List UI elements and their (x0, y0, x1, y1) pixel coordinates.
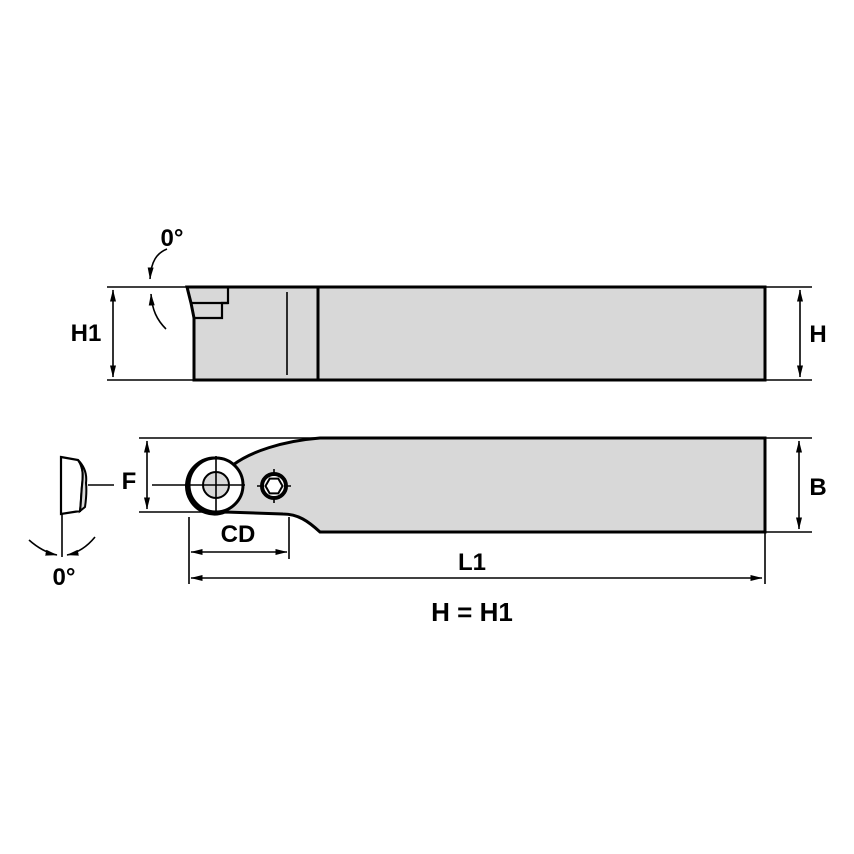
dim-label-l1: L1 (458, 549, 486, 576)
dim-label-h1: H1 (71, 320, 102, 347)
equation-text: H = H1 (431, 597, 513, 627)
dim-h1: H1 (71, 286, 194, 381)
dim-b: B (765, 437, 827, 533)
dim-label-b: B (809, 474, 826, 501)
angle-label-bottom: 0° (53, 564, 76, 591)
angle-label-top: 0° (161, 225, 184, 252)
dim-label-h: H (809, 321, 826, 348)
dim-label-cd: CD (221, 521, 256, 548)
bottom-view: 0° F B CD L1 (28, 436, 827, 591)
dim-f: F (122, 437, 318, 513)
top-view: H1 H 0° (71, 225, 827, 382)
shank-side-view (185, 285, 767, 382)
dim-h: H (765, 286, 827, 381)
dim-label-f: F (122, 468, 137, 495)
clamp-screw-icon (257, 469, 291, 503)
dim-cd: CD (188, 517, 290, 584)
insert-side-view (59, 455, 188, 516)
rake-angle-callout: 0° (147, 225, 184, 330)
insert-pocket-notch (185, 285, 230, 320)
dim-l1: L1 (190, 532, 766, 584)
inclination-angle-callout: 0° (28, 514, 96, 591)
